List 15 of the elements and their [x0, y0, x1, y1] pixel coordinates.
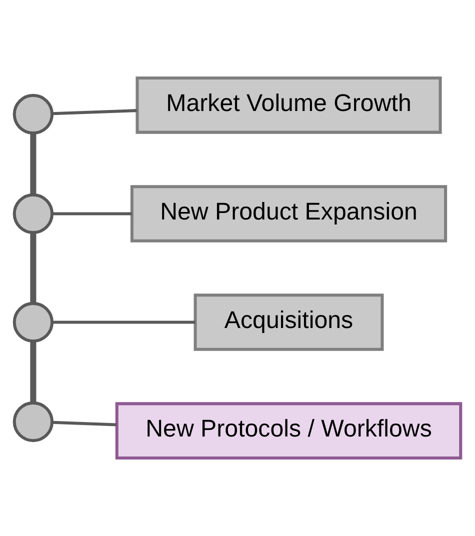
node-circle	[12, 94, 54, 135]
connector	[30, 341, 36, 403]
connector	[52, 212, 132, 216]
connector	[52, 109, 137, 116]
node-box: Acquisitions	[194, 294, 384, 351]
connector	[30, 133, 36, 195]
node-circle	[12, 302, 54, 343]
node-box: Market Volume Growth	[136, 76, 442, 134]
connector	[52, 420, 116, 426]
node-circle	[12, 401, 54, 442]
connector	[30, 232, 36, 304]
node-circle	[12, 193, 54, 234]
connector	[52, 320, 196, 324]
node-box: New Product Expansion	[130, 185, 448, 242]
node-box: New Protocols / Workflows	[115, 402, 462, 460]
